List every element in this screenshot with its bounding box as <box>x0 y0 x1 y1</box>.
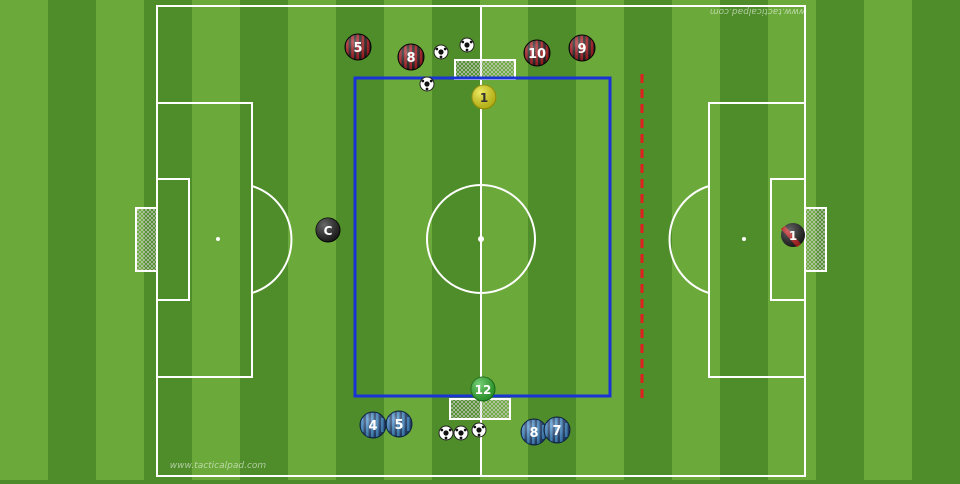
grass-stripe <box>240 0 289 480</box>
soccer-ball-icon[interactable] <box>453 425 469 441</box>
red-team-player[interactable]: 9 <box>568 34 596 62</box>
grass-stripe <box>912 0 960 480</box>
blue-team-player-number: 5 <box>394 418 403 433</box>
grass-stripe <box>624 0 673 480</box>
right-penalty-arc <box>668 185 710 294</box>
red-team-player-number: 9 <box>577 42 586 57</box>
grass-stripe <box>576 0 625 480</box>
top-mini-goal-icon <box>454 59 516 80</box>
grass-stripe <box>528 0 577 480</box>
center-circle <box>426 184 536 294</box>
grass-stripe <box>384 0 433 480</box>
keeper-yellow-number: 1 <box>480 91 488 105</box>
grass-stripe <box>192 0 241 480</box>
blue-team-player[interactable]: 7 <box>543 416 571 444</box>
grass-stripe <box>672 0 721 480</box>
balls-group <box>419 37 487 441</box>
right-goal-net-icon <box>804 207 827 272</box>
soccer-ball-icon[interactable] <box>459 37 475 53</box>
keeper-yellow[interactable]: 1 <box>471 84 497 110</box>
blue-team-player[interactable]: 5 <box>385 410 413 438</box>
right-penalty-spot <box>742 237 746 241</box>
soccer-ball-icon[interactable] <box>471 422 487 438</box>
grass-stripe <box>0 0 49 480</box>
bottom-mini-goal-icon <box>449 398 511 420</box>
red-team-player[interactable]: 10 <box>523 39 551 67</box>
red-team-player[interactable]: 5 <box>344 33 372 61</box>
watermark-bottom: www.tacticalpad.com <box>170 461 267 471</box>
red-team-player-number: 10 <box>528 47 546 62</box>
grass-stripe <box>48 0 97 480</box>
soccer-ball-icon[interactable] <box>438 425 454 441</box>
keeper-red[interactable]: 1 <box>781 223 805 247</box>
soccer-ball-icon[interactable] <box>419 76 435 92</box>
red-team-player-number: 8 <box>406 51 415 66</box>
red-team-player-number: 5 <box>353 41 362 56</box>
watermark-top: www.tacticalpad.com <box>710 6 807 16</box>
grass-stripe <box>864 0 913 480</box>
blue-team-player[interactable]: 8 <box>520 418 548 446</box>
left-goal-net-icon <box>135 207 158 272</box>
left-penalty-arc <box>251 185 293 294</box>
coach-label: C <box>324 224 333 238</box>
blue-team-player[interactable]: 4 <box>359 411 387 439</box>
left-penalty-spot <box>216 237 220 241</box>
keeper-green-number: 12 <box>475 383 492 397</box>
red-team-player[interactable]: 8 <box>397 43 425 71</box>
keeper-green[interactable]: 12 <box>470 376 496 402</box>
blue-team-player-number: 7 <box>552 424 561 439</box>
grass-stripe <box>336 0 385 480</box>
blue-team-player-number: 8 <box>529 426 538 441</box>
soccer-ball-icon[interactable] <box>433 44 449 60</box>
coach-marker[interactable]: C <box>315 217 341 243</box>
center-spot <box>478 236 484 242</box>
keeper-red-number: 1 <box>789 229 797 243</box>
blue-team-player-number: 4 <box>368 419 377 434</box>
